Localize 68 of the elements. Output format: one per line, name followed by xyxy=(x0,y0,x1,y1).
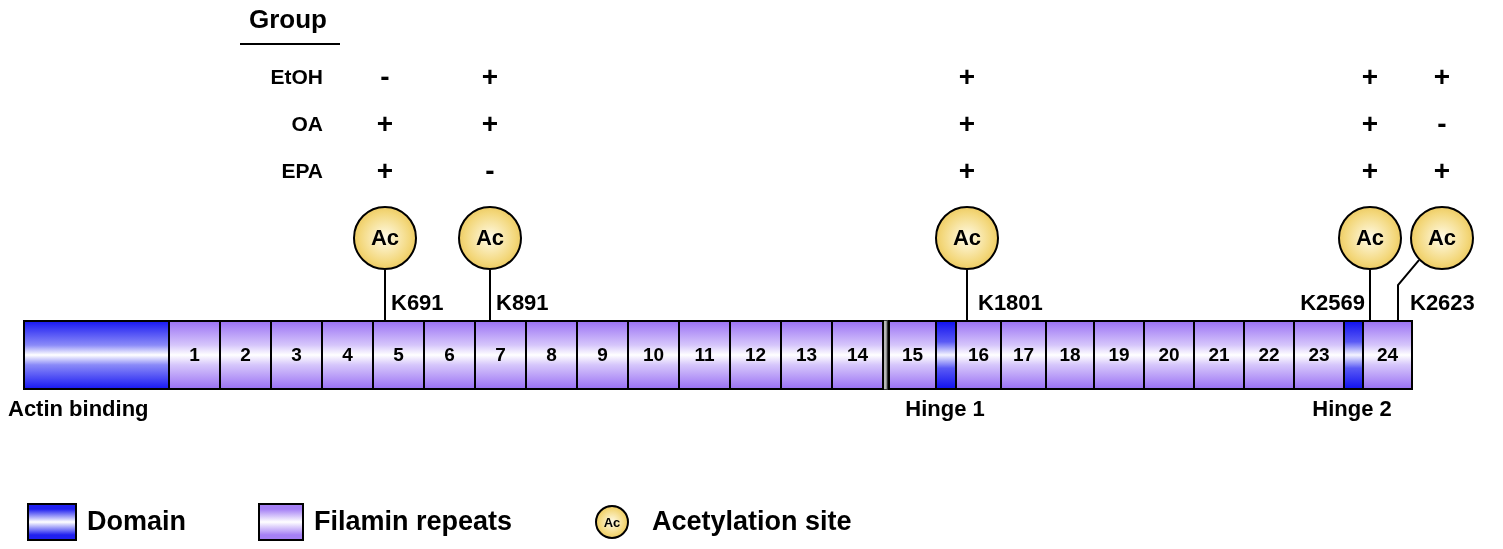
acetylation-circle: Ac xyxy=(1338,206,1402,270)
site-label: K891 xyxy=(496,292,549,314)
acetylation-circle: Ac xyxy=(935,206,999,270)
leader-line xyxy=(1397,259,1420,321)
treatment-sign: - xyxy=(1437,110,1447,138)
leader-line xyxy=(966,269,968,321)
filamin-repeat: 19 xyxy=(1093,320,1145,390)
filamin-repeat: 1 xyxy=(168,320,221,390)
acetylation-circle: Ac xyxy=(1410,206,1474,270)
site-label: K2623 xyxy=(1410,292,1475,314)
treatment-sign: + xyxy=(1361,63,1379,91)
filamin-repeat: 2 xyxy=(219,320,272,390)
treatment-sign: + xyxy=(1433,157,1451,185)
treatment-sign: + xyxy=(1361,157,1379,185)
treatment-sign: + xyxy=(376,110,394,138)
treatment-label: EtOH xyxy=(270,66,323,87)
filamin-repeat: 15 xyxy=(888,320,937,390)
treatment-sign: + xyxy=(1433,63,1451,91)
treatment-sign: + xyxy=(481,110,499,138)
filamin-repeat: 8 xyxy=(525,320,578,390)
leader-line xyxy=(489,269,491,321)
treatment-sign: - xyxy=(485,157,495,185)
region-label: Hinge 1 xyxy=(905,398,985,420)
filamin-repeat: 13 xyxy=(780,320,833,390)
filamin-repeat: 16 xyxy=(955,320,1002,390)
site-label: K1801 xyxy=(978,292,1043,314)
treatment-label: EPA xyxy=(281,160,323,181)
legend-label: Domain xyxy=(87,508,186,535)
filamin-repeat: 20 xyxy=(1143,320,1195,390)
domain-bar xyxy=(23,320,170,390)
acetylation-circle: Ac xyxy=(458,206,522,270)
filamin-repeat: 11 xyxy=(678,320,731,390)
hinge-bar xyxy=(1343,320,1364,390)
filamin-repeat: 9 xyxy=(576,320,629,390)
leader-line xyxy=(384,269,386,321)
treatment-sign: + xyxy=(376,157,394,185)
treatment-sign: + xyxy=(958,157,976,185)
filamin-repeat: 17 xyxy=(1000,320,1047,390)
treatment-sign: + xyxy=(958,63,976,91)
legend-label: Acetylation site xyxy=(652,508,852,535)
treatment-sign: + xyxy=(481,63,499,91)
filamin-repeat: 23 xyxy=(1293,320,1345,390)
filamin-repeat: 10 xyxy=(627,320,680,390)
legend-label: Filamin repeats xyxy=(314,508,513,535)
acetylation-icon: Ac xyxy=(595,505,629,539)
treatment-sign: + xyxy=(958,110,976,138)
treatment-sign: + xyxy=(1361,110,1379,138)
site-label: K691 xyxy=(391,292,444,314)
filamin-repeat: 4 xyxy=(321,320,374,390)
region-label: Hinge 2 xyxy=(1312,398,1392,420)
filamin-repeat: 22 xyxy=(1243,320,1295,390)
filamin-repeat: 6 xyxy=(423,320,476,390)
filamin-repeat: 14 xyxy=(831,320,884,390)
region-label: Actin binding xyxy=(8,398,149,420)
filamin-repeat: 5 xyxy=(372,320,425,390)
filamin-repeat: 3 xyxy=(270,320,323,390)
treatment-sign: - xyxy=(380,63,390,91)
filamin-repeat: 12 xyxy=(729,320,782,390)
acetylation-circle: Ac xyxy=(353,206,417,270)
filamin-repeat: 24 xyxy=(1362,320,1413,390)
filamin-repeat: 18 xyxy=(1045,320,1095,390)
hinge-bar xyxy=(935,320,957,390)
treatment-label: OA xyxy=(291,113,323,134)
group-heading: Group xyxy=(249,6,327,32)
site-label: K2569 xyxy=(1300,292,1365,314)
leader-line xyxy=(1369,269,1371,321)
filamin-repeat: 7 xyxy=(474,320,527,390)
filamin-repeat: 21 xyxy=(1193,320,1245,390)
